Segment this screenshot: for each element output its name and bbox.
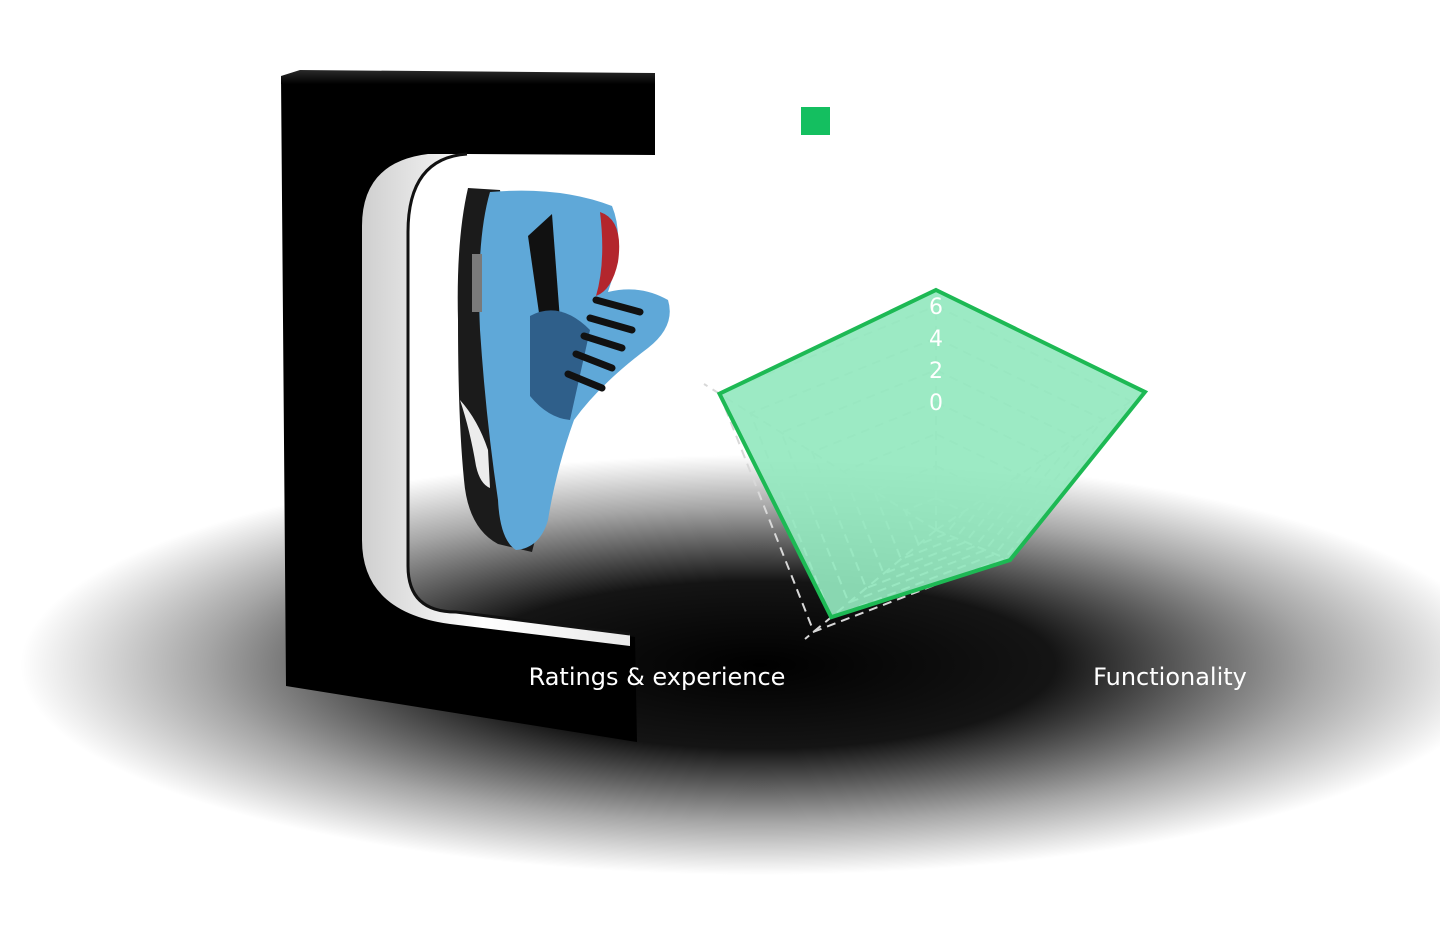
sneaker-midsole-white bbox=[460, 400, 490, 488]
radial-tick-label-2: 2 bbox=[929, 359, 943, 384]
sneaker-wing bbox=[528, 214, 560, 320]
stand-top-face bbox=[281, 70, 655, 84]
sneaker-image bbox=[457, 188, 670, 552]
sneaker-tongue-lining bbox=[596, 212, 620, 296]
sneaker-laces bbox=[564, 296, 644, 392]
radial-tick-label-6: 6 bbox=[929, 295, 943, 320]
legend-swatch bbox=[801, 107, 830, 135]
axis-label-functionality: Functionality bbox=[1093, 663, 1247, 691]
sneaker-heel-tab bbox=[472, 254, 482, 312]
radial-tick-label-0: 0 bbox=[929, 391, 943, 416]
axis-label-ratings-experience: Ratings & experience bbox=[529, 663, 786, 691]
radial-tick-label-4: 4 bbox=[929, 327, 943, 352]
sneaker-mesh bbox=[530, 310, 590, 420]
radar-series-polygon-0 bbox=[716, 287, 1149, 620]
stand-inner-edge bbox=[406, 152, 631, 636]
levitation-stand bbox=[281, 70, 655, 742]
radar-spoke-3 bbox=[804, 529, 937, 640]
stand-light-strip bbox=[362, 154, 630, 646]
